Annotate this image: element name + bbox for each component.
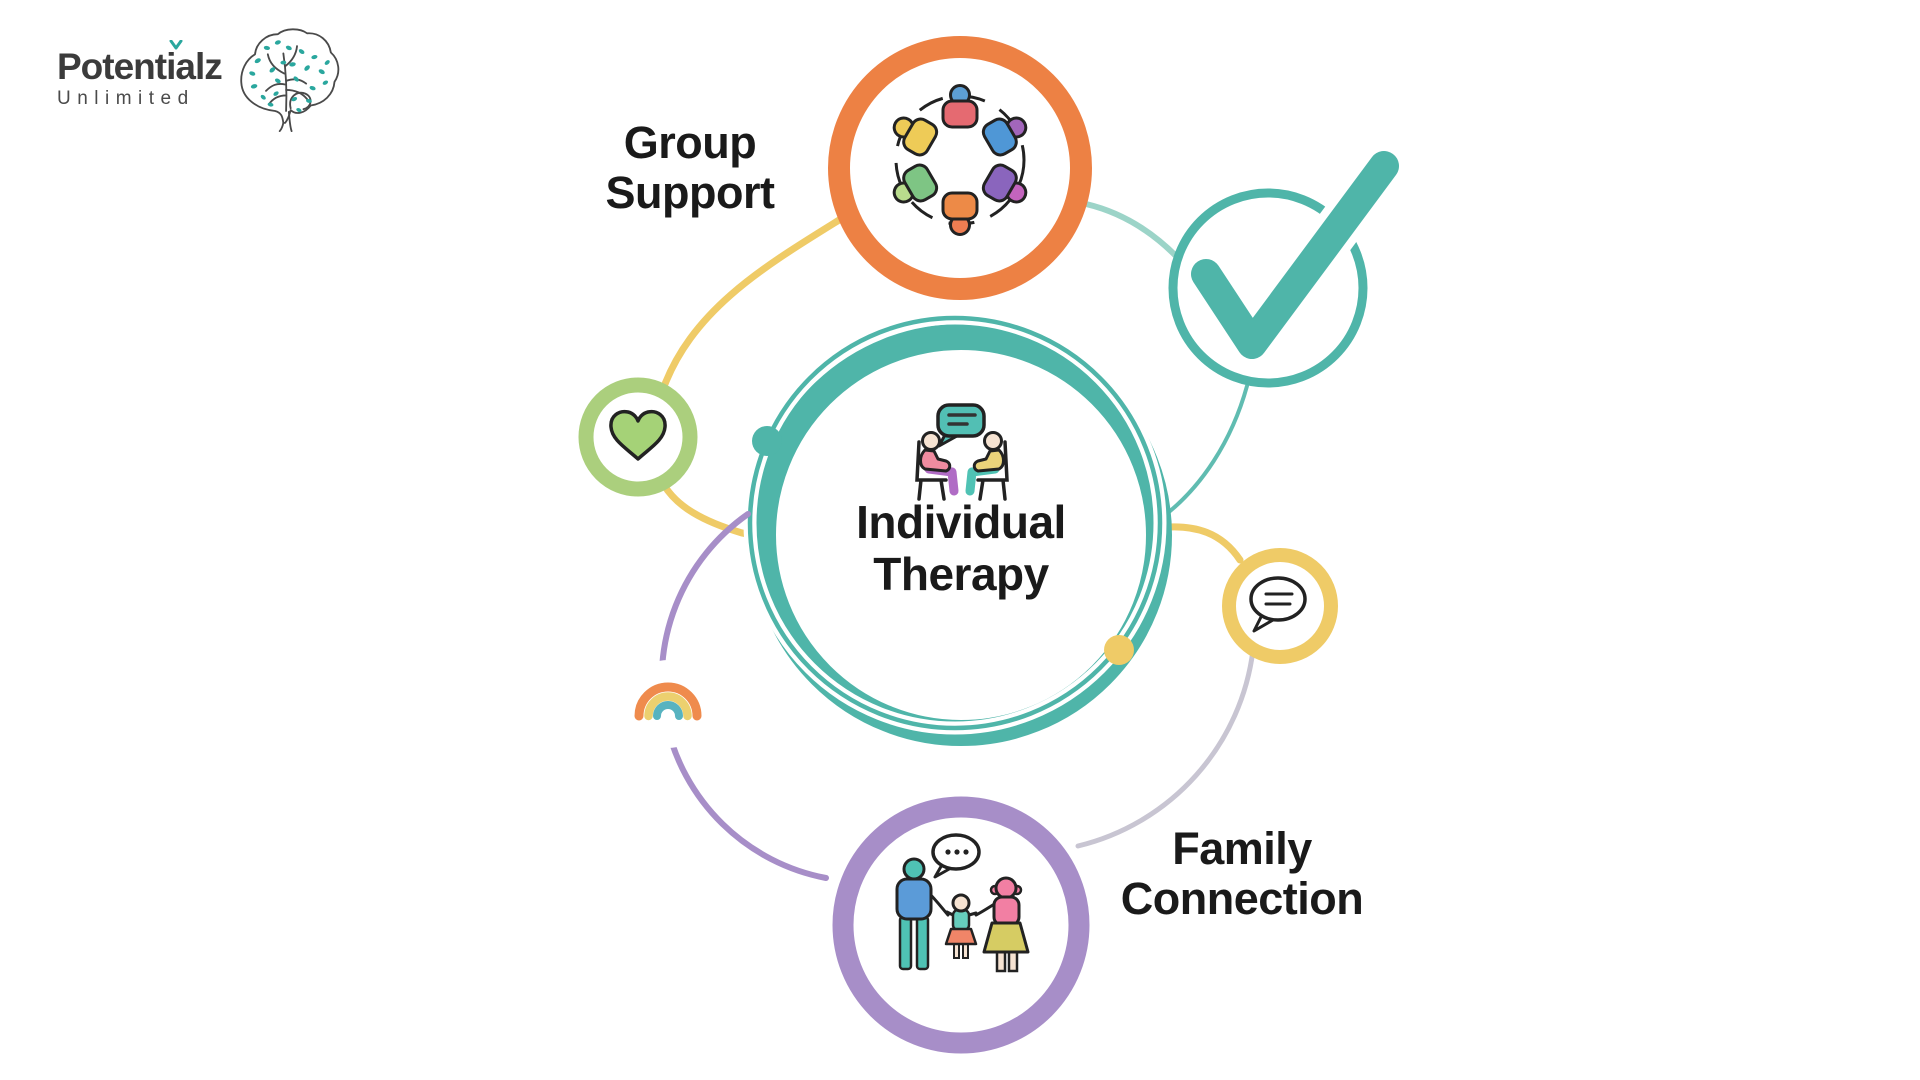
rainbow-arc-yellow (644, 692, 692, 721)
connector-lightteal-group-to-check (1083, 201, 1179, 259)
speech-bubble (936, 403, 986, 438)
message-bubble-body (1249, 576, 1307, 622)
left-chair (915, 440, 948, 501)
group-ring (828, 36, 1092, 300)
father-torso (895, 877, 933, 921)
node-family-connection (832, 796, 1090, 1054)
connector-tealthin-check-to-center (1158, 384, 1249, 521)
left-person-torso (919, 448, 952, 473)
center-thin-ring (747, 315, 1163, 731)
message-bubble-lines (1264, 592, 1294, 606)
heart-icon (609, 409, 667, 461)
logo-text: Potentialz Unlimited (57, 26, 223, 109)
group-person-bottom (941, 191, 979, 236)
two-people-talking-icon (915, 403, 1009, 501)
rainbow-arc-orange (634, 682, 702, 721)
speech-bubble-lines (947, 413, 977, 426)
group-disc (849, 57, 1071, 279)
node-checkmark (1168, 143, 1407, 388)
family-bubble-dot-2 (954, 849, 960, 855)
orbit-dot-teal (752, 426, 782, 456)
brain-outline (240, 28, 340, 124)
family-icon (895, 833, 1030, 973)
logo-subtitle: Unlimited (57, 88, 195, 109)
group-support-label: Group Support (605, 117, 775, 219)
mother-leg-right (1007, 950, 1019, 973)
rainbow-icon (624, 660, 712, 748)
mother-head (994, 876, 1018, 900)
right-chair (976, 440, 1009, 501)
node-group-support (828, 36, 1092, 300)
logo: Potentialz Unlimited (57, 26, 346, 132)
right-person-head (983, 431, 1003, 451)
people-circle-icon (892, 84, 1028, 236)
message-ring (1222, 548, 1338, 664)
family-bubble-dot-3 (963, 849, 969, 855)
child-skirt (944, 927, 978, 946)
left-person-head (921, 431, 941, 451)
individual-therapy-label: Individual Therapy (856, 496, 1066, 600)
family-connection-label: Family Connection (1120, 823, 1364, 925)
group-person-lower-right (981, 163, 1028, 204)
group-person-lower-left (892, 163, 939, 204)
father-leg-left (898, 915, 913, 971)
right-person-torso (972, 448, 1005, 473)
speech-bubble-icon (1249, 576, 1307, 633)
child-leg-right (962, 943, 969, 959)
group-person-top (941, 84, 979, 129)
brain-cerebellum (289, 91, 312, 111)
mother-leg-left (995, 950, 1007, 973)
family-ring (832, 796, 1090, 1054)
connector-gray-message-to-family (1075, 647, 1256, 849)
group-person-upper-right (981, 116, 1028, 157)
checkmark-icon (1191, 151, 1399, 359)
check-ring (1168, 188, 1368, 388)
mother-skirt (982, 921, 1030, 954)
family-bubble-dot-1 (945, 849, 951, 855)
center-disc (774, 348, 1148, 722)
brain-leaf-dots (249, 40, 330, 113)
orbit-dot-yellow (1104, 635, 1134, 665)
child-leg-left (953, 943, 960, 959)
father-head (902, 857, 926, 881)
mother-torso (992, 895, 1021, 927)
brain-neural-leaves-icon (240, 28, 340, 132)
child-head (951, 893, 971, 913)
node-individual-therapy (743, 311, 1172, 746)
node-message (1222, 548, 1338, 664)
father-leg-right (915, 915, 930, 971)
group-person-upper-left (892, 116, 939, 157)
node-heart (578, 377, 698, 497)
brain-stem (278, 110, 293, 132)
teal-sprout-accent-icon (169, 40, 183, 50)
child-torso (951, 908, 971, 932)
logo-brand: Potentialz (57, 46, 223, 87)
rainbow-arc-teal (653, 701, 683, 720)
heart-ring (578, 377, 698, 497)
